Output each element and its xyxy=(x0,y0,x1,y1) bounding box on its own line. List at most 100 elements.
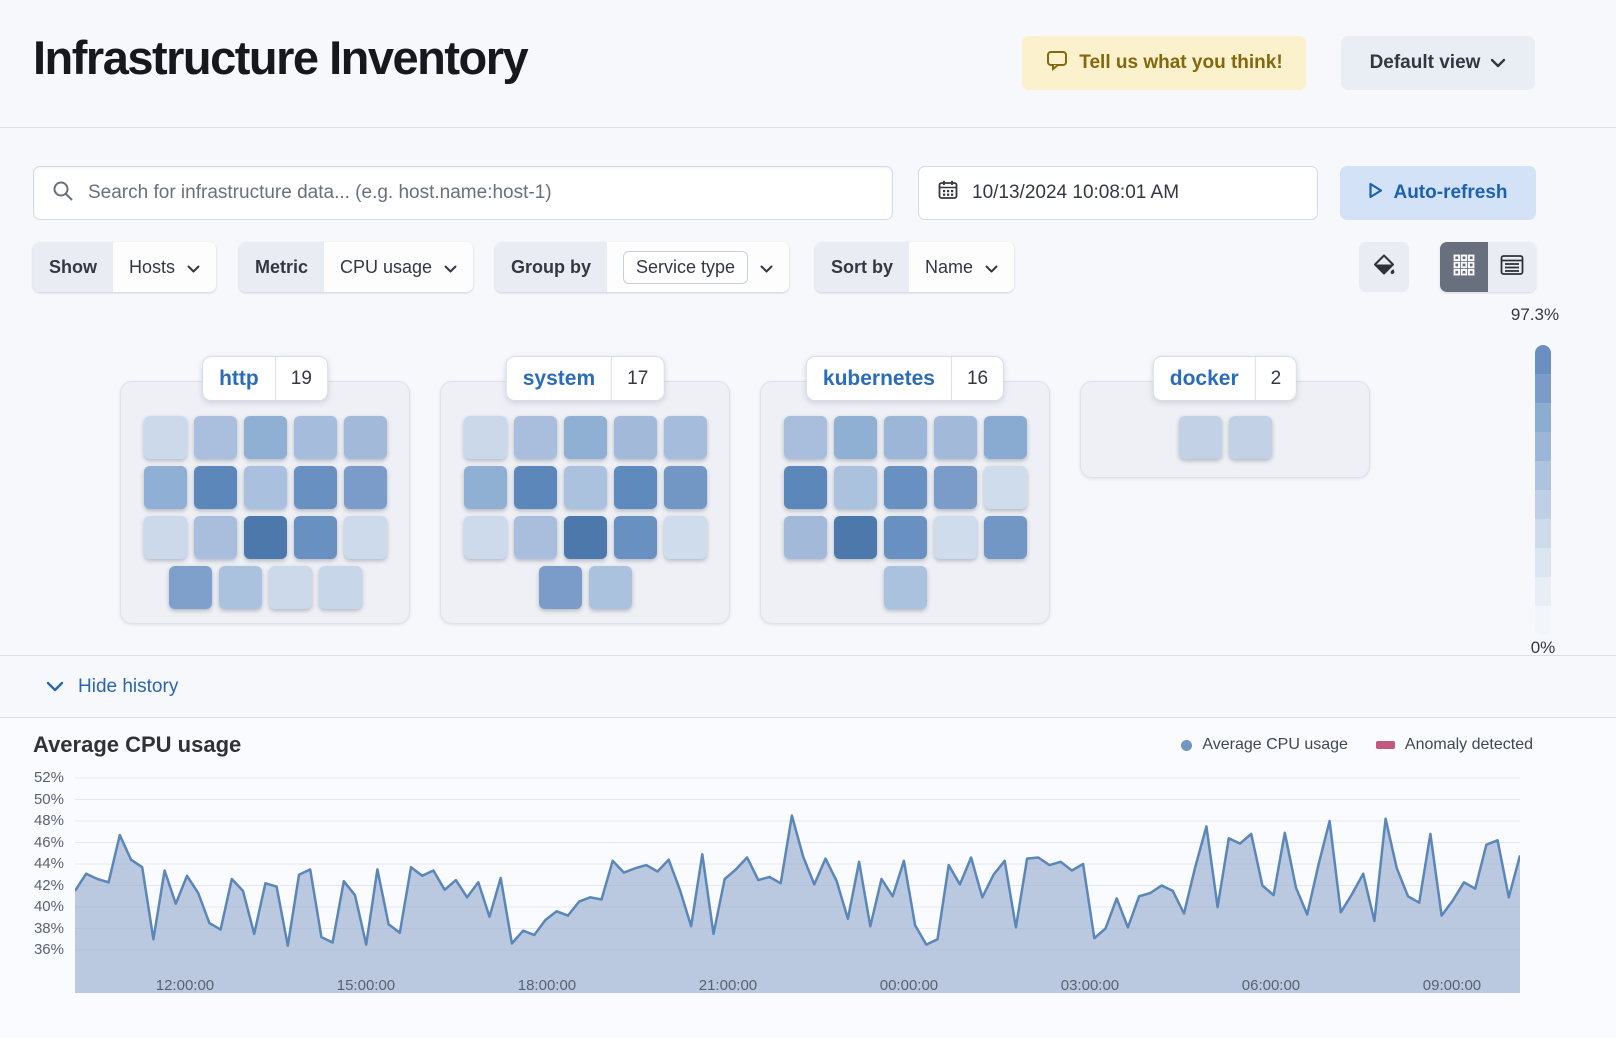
host-tile[interactable] xyxy=(663,516,707,559)
host-tile[interactable] xyxy=(193,416,237,459)
host-tile[interactable] xyxy=(168,566,212,609)
tile-row xyxy=(1178,416,1272,459)
show-filter-label: Show xyxy=(33,242,113,292)
chart-legend-item[interactable]: Anomaly detected xyxy=(1375,736,1533,754)
waffle-group-label[interactable]: http 19 xyxy=(202,356,328,401)
group-by-filter-value[interactable]: Service type xyxy=(623,250,749,284)
host-tile[interactable] xyxy=(1178,416,1222,459)
chevron-down-icon xyxy=(985,257,998,278)
chart-title: Average CPU usage xyxy=(33,732,242,757)
chart-legend-item[interactable]: Average CPU usage xyxy=(1181,736,1348,754)
metric-filter[interactable]: Metric CPU usage xyxy=(239,242,474,292)
host-tile[interactable] xyxy=(463,416,507,459)
host-tile[interactable] xyxy=(268,566,312,609)
host-tile[interactable] xyxy=(463,466,507,509)
show-filter[interactable]: Show Hosts xyxy=(33,242,217,292)
host-tile[interactable] xyxy=(883,516,927,559)
host-tile[interactable] xyxy=(933,416,977,459)
waffle-group-card: system 17 xyxy=(440,356,730,624)
host-tile[interactable] xyxy=(563,416,607,459)
host-tile[interactable] xyxy=(833,516,877,559)
host-tile[interactable] xyxy=(613,466,657,509)
host-tile[interactable] xyxy=(983,466,1027,509)
host-tile[interactable] xyxy=(563,466,607,509)
y-axis-tick-label: 42% xyxy=(33,876,64,894)
auto-refresh-label: Auto-refresh xyxy=(1393,182,1508,203)
host-tile[interactable] xyxy=(883,466,927,509)
host-tile[interactable] xyxy=(613,416,657,459)
color-palette-button[interactable] xyxy=(1359,242,1409,292)
hide-history-toggle[interactable]: Hide history xyxy=(46,676,178,698)
host-tile[interactable] xyxy=(883,566,927,609)
metric-filter-label: Metric xyxy=(239,242,325,292)
y-axis-tick-label: 40% xyxy=(33,898,64,915)
x-axis-tick-label: 09:00:00 xyxy=(1422,977,1482,994)
search-input[interactable] xyxy=(88,182,874,204)
host-tile[interactable] xyxy=(293,516,337,559)
host-tile[interactable] xyxy=(243,516,287,559)
group-tiles xyxy=(1081,382,1369,459)
chevron-down-icon xyxy=(46,676,64,698)
host-tile[interactable] xyxy=(193,466,237,509)
chart-legend: Average CPU usage Anomaly detected xyxy=(1181,736,1533,754)
host-tile[interactable] xyxy=(513,466,557,509)
host-tile[interactable] xyxy=(613,516,657,559)
host-tile[interactable] xyxy=(983,516,1027,559)
host-tile[interactable] xyxy=(143,416,187,459)
waffle-group-label[interactable]: kubernetes 16 xyxy=(805,356,1005,401)
legend-step xyxy=(1535,577,1551,606)
host-tile[interactable] xyxy=(588,566,632,609)
waffle-group-label[interactable]: docker 2 xyxy=(1152,356,1298,401)
host-tile[interactable] xyxy=(783,466,827,509)
tile-row xyxy=(168,566,362,609)
series-dot-icon xyxy=(1181,739,1193,751)
host-tile[interactable] xyxy=(663,466,707,509)
host-tile[interactable] xyxy=(463,516,507,559)
host-tile[interactable] xyxy=(538,566,582,609)
host-tile[interactable] xyxy=(343,516,387,559)
host-tile[interactable] xyxy=(833,416,877,459)
host-tile[interactable] xyxy=(318,566,362,609)
group-tiles xyxy=(121,382,409,609)
host-tile[interactable] xyxy=(1228,416,1272,459)
auto-refresh-button[interactable]: Auto-refresh xyxy=(1340,166,1536,220)
host-tile[interactable] xyxy=(218,566,262,609)
host-tile[interactable] xyxy=(663,416,707,459)
host-tile[interactable] xyxy=(783,516,827,559)
host-tile[interactable] xyxy=(343,416,387,459)
host-tile[interactable] xyxy=(343,466,387,509)
host-tile[interactable] xyxy=(513,416,557,459)
host-tile[interactable] xyxy=(143,516,187,559)
date-time-picker[interactable]: 10/13/2024 10:08:01 AM xyxy=(918,166,1318,220)
group-count: 2 xyxy=(1270,367,1282,389)
host-tile[interactable] xyxy=(143,466,187,509)
host-tile[interactable] xyxy=(983,416,1027,459)
paint-bucket-icon xyxy=(1371,252,1397,283)
feedback-button[interactable]: Tell us what you think! xyxy=(1022,36,1306,90)
default-view-selector[interactable]: Default view xyxy=(1341,36,1535,90)
sort-by-filter[interactable]: Sort by Name xyxy=(815,242,1015,292)
group-tiles xyxy=(761,382,1049,609)
legend-step xyxy=(1535,403,1551,432)
host-tile[interactable] xyxy=(243,466,287,509)
host-tile[interactable] xyxy=(933,516,977,559)
table-view-icon xyxy=(1499,253,1525,282)
host-tile[interactable] xyxy=(293,416,337,459)
hide-history-label: Hide history xyxy=(78,675,179,697)
host-tile[interactable] xyxy=(293,466,337,509)
y-axis-tick-label: 48% xyxy=(33,812,64,829)
host-tile[interactable] xyxy=(193,516,237,559)
waffle-group-label[interactable]: system 17 xyxy=(505,356,665,401)
host-tile[interactable] xyxy=(933,466,977,509)
host-tile[interactable] xyxy=(563,516,607,559)
group-by-filter[interactable]: Group by Service type xyxy=(495,242,790,292)
host-tile[interactable] xyxy=(513,516,557,559)
host-tile[interactable] xyxy=(833,466,877,509)
host-tile[interactable] xyxy=(783,416,827,459)
host-tile[interactable] xyxy=(243,416,287,459)
host-tile[interactable] xyxy=(883,416,927,459)
cpu-usage-area-chart[interactable] xyxy=(73,770,1522,993)
chevron-down-icon xyxy=(760,257,773,278)
table-view-button[interactable] xyxy=(1488,242,1536,292)
grid-view-button[interactable] xyxy=(1440,242,1488,292)
